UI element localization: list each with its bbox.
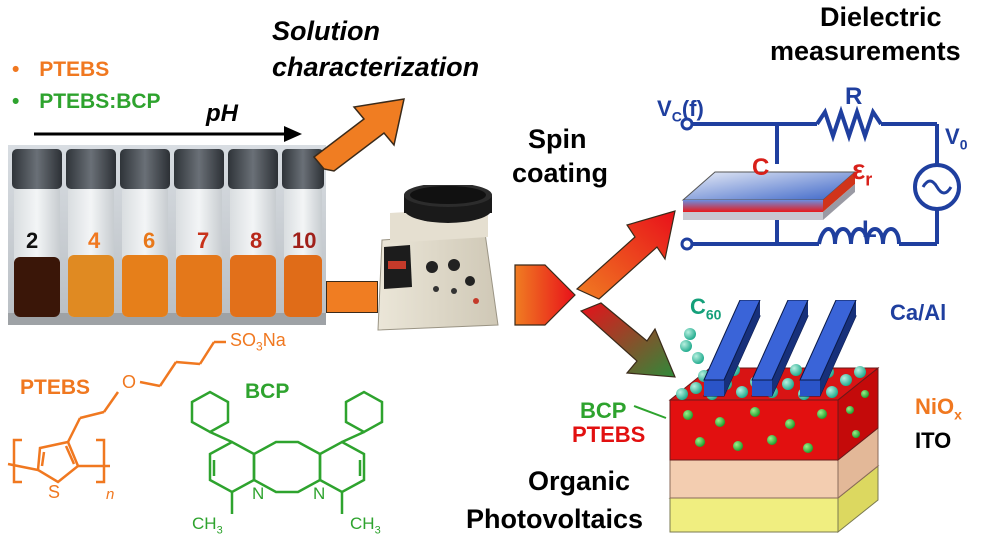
ch3-right-label: CH3 — [350, 514, 381, 536]
ito-label: ITO — [915, 428, 952, 453]
r-label: R — [845, 83, 863, 110]
vial-number: 2 — [26, 228, 39, 253]
vial-number: 4 — [88, 228, 101, 253]
v0-sub: 0 — [959, 136, 968, 153]
so3na-tail: Na — [262, 330, 286, 350]
ptebs-structure — [7, 340, 226, 484]
n1-label: N — [252, 484, 265, 503]
ph-arrow — [34, 126, 302, 142]
orange-square — [326, 281, 378, 313]
spin-label-line2: coating — [512, 158, 609, 188]
solution-label-line2: characterization — [272, 52, 480, 82]
niox-label: NiOx — [915, 394, 962, 422]
v0-text: V — [945, 124, 960, 149]
solution-label-line1: Solution — [272, 16, 380, 46]
bcp-device-label: BCP — [580, 398, 627, 423]
so3na-sub: 3 — [256, 339, 263, 354]
spin-coater — [377, 185, 499, 331]
vial-number: 10 — [292, 228, 317, 253]
legend-ptebs-bcp: • PTEBS:BCP — [12, 90, 161, 114]
niox-sub: x — [954, 406, 962, 423]
ch3-sub: 3 — [374, 524, 381, 537]
n-subscript: n — [106, 486, 115, 503]
chemical-structures — [7, 340, 384, 514]
legend-bullet: • — [12, 90, 20, 113]
vial-number: 6 — [143, 228, 156, 253]
bcp-chem-label: BCP — [245, 380, 290, 403]
ptebs-chem-label: PTEBS — [20, 376, 91, 399]
ptebs-device-label: PTEBS — [572, 422, 646, 447]
opv-label-line2: Photovoltaics — [466, 504, 644, 534]
vial-6 — [120, 149, 170, 317]
vial-number: 8 — [250, 228, 263, 253]
opv-label-line1: Organic — [528, 466, 631, 496]
v0-label: V0 — [945, 124, 967, 152]
eps-text: ε — [852, 154, 866, 185]
legend-ptebs-bcp-label: PTEBS:BCP — [39, 90, 161, 113]
electrodes — [703, 300, 857, 397]
circuit-diagram — [680, 105, 961, 251]
so3na-text: SO — [230, 330, 257, 350]
vial-7 — [174, 149, 224, 317]
eps-sub: r — [865, 169, 873, 190]
c-label: C — [752, 154, 770, 181]
vial-2 — [12, 149, 62, 317]
c60-text: C — [690, 294, 706, 319]
ch3-text: CH — [192, 514, 217, 533]
legend-bullet: • — [12, 58, 20, 81]
bcp-pointer — [633, 405, 667, 419]
dielectric-label-line1: Dielectric — [820, 2, 942, 32]
ch3-left-label: CH3 — [192, 514, 223, 536]
vc-sub: C — [671, 108, 682, 125]
c60-sub: 60 — [705, 306, 722, 323]
vials-photo — [8, 145, 326, 325]
spin-label-line1: Spin — [528, 124, 587, 154]
so3na-label: SO3Na — [230, 330, 286, 354]
eps-label: εr — [852, 154, 872, 191]
s-label: S — [48, 482, 61, 502]
n2-label: N — [313, 484, 326, 503]
niox-text: NiO — [915, 394, 955, 419]
vc-label: VC(f) — [657, 96, 704, 124]
l-label: L — [862, 216, 877, 243]
solution-arrow — [312, 98, 405, 172]
vial-number: 7 — [197, 228, 210, 253]
vial-4 — [66, 149, 116, 317]
ph-label: pH — [206, 100, 238, 127]
ch3-text: CH — [350, 514, 375, 533]
ch3-sub: 3 — [216, 524, 223, 537]
o-label: O — [122, 372, 137, 392]
vc-text: V — [657, 96, 672, 121]
c60-label: C60 — [690, 294, 721, 322]
opv-device — [668, 300, 880, 534]
vc-tail: (f) — [681, 96, 704, 121]
vial-8 — [228, 149, 278, 317]
dielectric-label-line2: measurements — [770, 36, 961, 66]
vial-10 — [282, 149, 324, 317]
caal-label: Ca/Al — [890, 300, 947, 325]
split-arrow — [514, 210, 676, 378]
legend-ptebs-label: PTEBS — [39, 58, 110, 81]
bcp-structure — [190, 390, 384, 514]
legend-ptebs: • PTEBS — [12, 58, 109, 82]
